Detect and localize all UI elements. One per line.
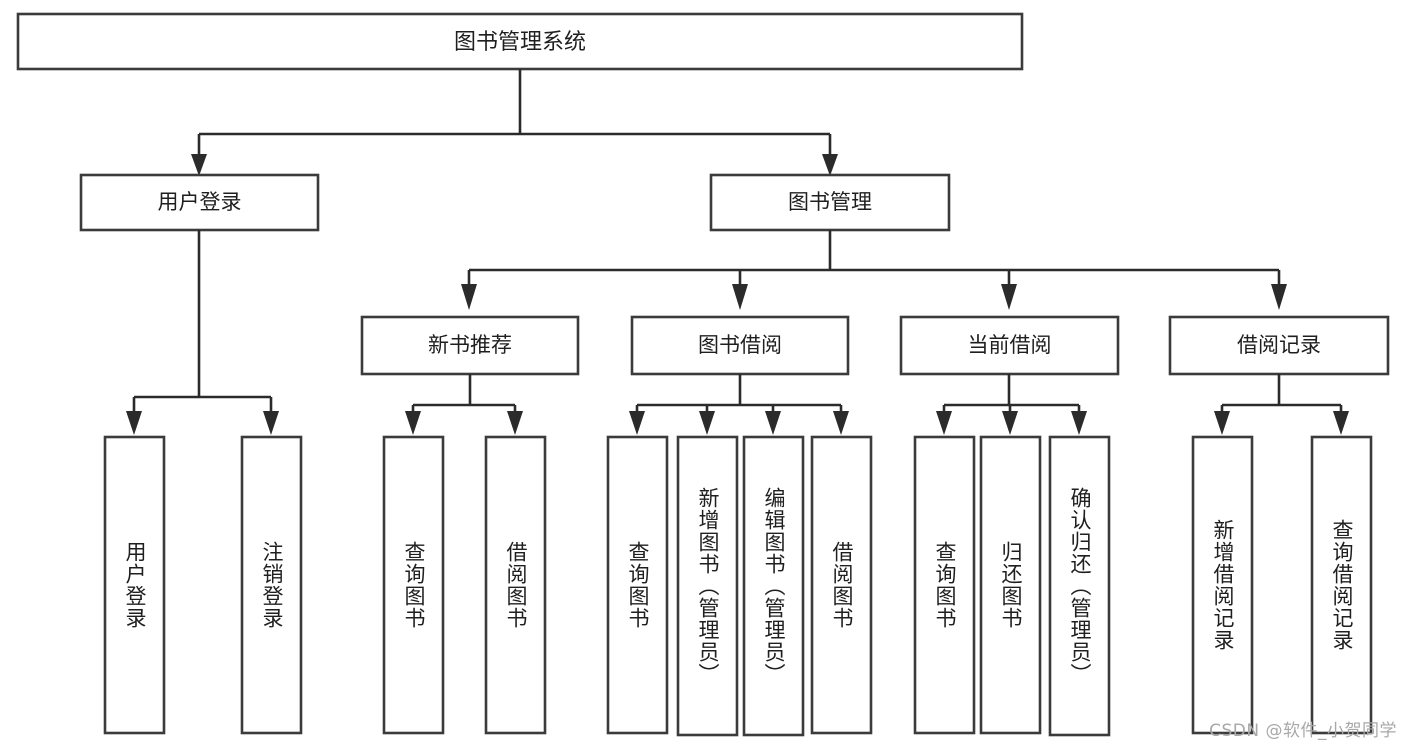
- node-book-manage-label: 图书管理: [788, 190, 872, 214]
- arrow-head-icon: [833, 411, 849, 435]
- node-user-login-label: 用户登录: [158, 190, 242, 214]
- arrow-head-icon: [1271, 284, 1287, 310]
- node-book-borrow[interactable]: 图书借阅: [630, 315, 850, 376]
- arrow-head-icon: [765, 411, 781, 435]
- leaf-box-user-login[interactable]: [103, 435, 166, 735]
- leaf-box-query-book-3[interactable]: [913, 435, 976, 735]
- watermark-text: CSDN @软件_小贺同学: [1209, 721, 1397, 741]
- node-root[interactable]: 图书管理系统: [16, 12, 1024, 71]
- node-user-login[interactable]: 用户登录: [79, 173, 320, 232]
- arrow-head-icon: [507, 411, 523, 435]
- node-current-borrow-box[interactable]: [899, 315, 1120, 376]
- arrow-head-icon: [461, 284, 477, 310]
- connector-current-borrow-to-leaves: [936, 374, 1087, 435]
- arrow-head-icon: [1214, 411, 1230, 435]
- connector-book-manage-to-level3: [461, 230, 1287, 310]
- arrow-head-icon: [1333, 411, 1349, 435]
- arrow-head-icon: [732, 284, 748, 310]
- node-borrow-record-label: 借阅记录: [1237, 333, 1321, 357]
- connector-new-book-recommend-to-leaves: [405, 374, 523, 435]
- leaf-box-return-book[interactable]: [979, 435, 1042, 735]
- arrow-head-icon: [191, 154, 207, 176]
- arrow-head-icon: [822, 154, 838, 176]
- arrow-head-icon: [126, 411, 142, 435]
- arrow-head-icon: [1001, 284, 1017, 310]
- arrow-head-icon: [263, 411, 279, 435]
- node-current-borrow-label: 当前借阅: [968, 333, 1052, 357]
- connector-root-to-level2: [191, 69, 838, 176]
- leaf-box-edit-book[interactable]: [742, 435, 805, 737]
- leaf-box-query-book-2[interactable]: [606, 435, 669, 735]
- leaf-box-confirm-return[interactable]: [1048, 435, 1111, 737]
- connector-borrow-record-to-leaves: [1214, 374, 1349, 435]
- node-current-borrow[interactable]: 当前借阅: [899, 315, 1120, 376]
- node-borrow-record[interactable]: 借阅记录: [1168, 315, 1390, 376]
- leaf-box-add-book[interactable]: [676, 435, 739, 737]
- connector-user-login-to-leaves: [126, 230, 279, 435]
- leaf-box-query-record[interactable]: [1310, 435, 1373, 735]
- arrow-head-icon: [1002, 411, 1018, 435]
- arrow-head-icon: [405, 411, 421, 435]
- arrow-head-icon: [936, 411, 952, 435]
- node-book-manage[interactable]: 图书管理: [709, 173, 951, 232]
- leaf-box-add-record[interactable]: [1191, 435, 1254, 735]
- node-new-book-recommend[interactable]: 新书推荐: [360, 315, 580, 376]
- connector-book-borrow-to-leaves: [629, 374, 849, 435]
- node-root-label: 图书管理系统: [454, 30, 586, 55]
- leaf-box-borrow-book-2[interactable]: [810, 435, 873, 735]
- node-root-box[interactable]: [16, 12, 1024, 71]
- arrow-head-icon: [699, 411, 715, 435]
- node-new-book-recommend-label: 新书推荐: [428, 333, 512, 357]
- arrow-head-icon: [1071, 411, 1087, 435]
- leaf-box-borrow-book-1[interactable]: [484, 435, 547, 735]
- leaf-box-query-book-1[interactable]: [382, 435, 445, 735]
- node-book-borrow-label: 图书借阅: [698, 333, 782, 357]
- arrow-head-icon: [629, 411, 645, 435]
- node-user-login-box[interactable]: [79, 173, 320, 232]
- leaf-box-user-logout[interactable]: [240, 435, 303, 735]
- node-new-book-recommend-box[interactable]: [360, 315, 580, 376]
